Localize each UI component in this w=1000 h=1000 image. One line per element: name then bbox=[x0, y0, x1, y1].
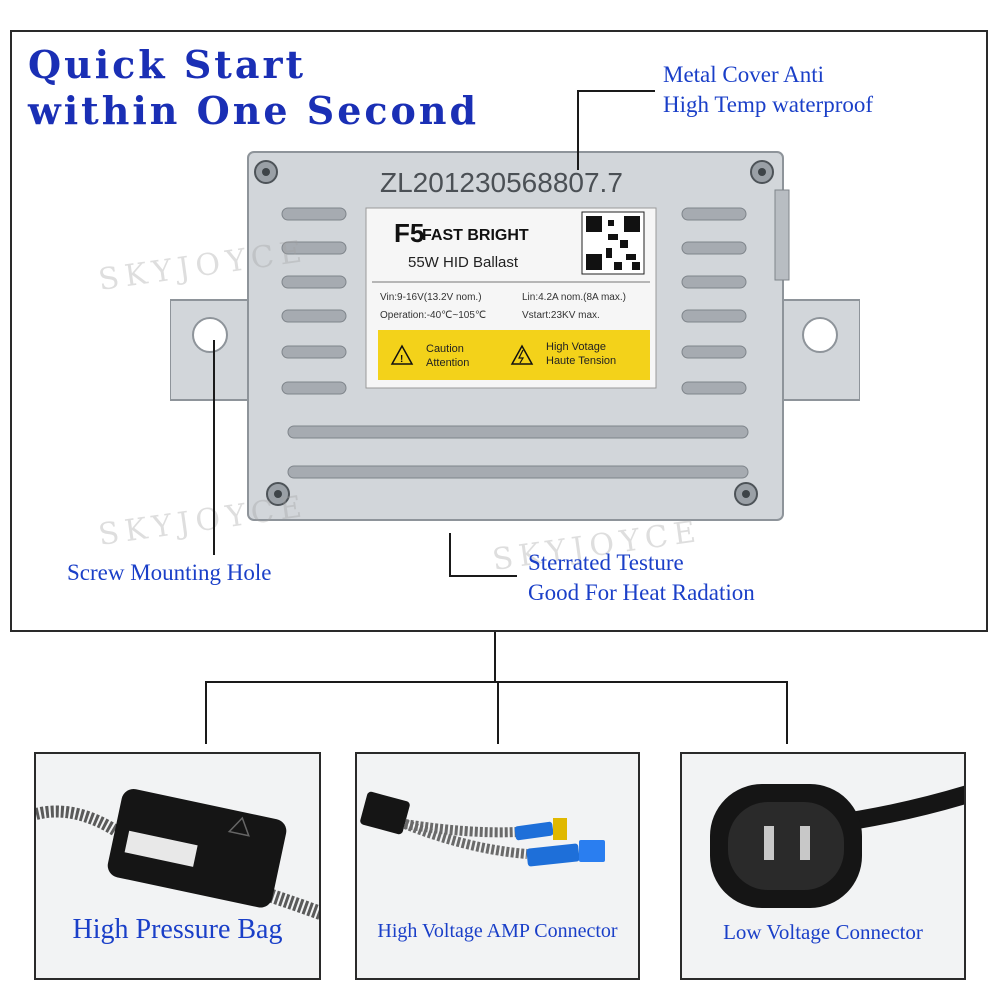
watermark-text: SKYJOYCE bbox=[96, 489, 310, 553]
serial-number: ZL201230568807.7 bbox=[380, 167, 623, 198]
screw-top-right bbox=[750, 160, 774, 184]
watermark-text: SKYJOYCE bbox=[96, 234, 310, 298]
tree-connector-right bbox=[786, 681, 788, 744]
high-voltage-icon bbox=[510, 344, 534, 365]
high-pressure-bag-image bbox=[36, 789, 319, 920]
svg-text:!: ! bbox=[400, 354, 403, 365]
panel-caption-high-voltage-amp-connector: High Voltage AMP Connector bbox=[377, 920, 618, 942]
tree-connector-trunk bbox=[494, 632, 496, 682]
callout-texture-1: Sterrated Testure bbox=[528, 550, 684, 575]
side-tab bbox=[774, 189, 790, 281]
spec-current: Lin:4.2A nom.(8A max.) bbox=[522, 292, 626, 303]
warning-strip bbox=[378, 330, 650, 380]
screw-bottom-right bbox=[734, 482, 758, 506]
caution-icon: ! bbox=[390, 344, 414, 365]
hid-ballast-illustration: ZL201230568807.7 F5 FAST BRIGHT 55W HID … bbox=[170, 151, 860, 521]
left-screw-hole bbox=[192, 317, 228, 353]
callout-metal-cover-2: High Temp waterproof bbox=[663, 92, 874, 117]
right-cooling-slots bbox=[681, 207, 747, 395]
panel-high-pressure-bag: High Pressure Bag bbox=[34, 752, 321, 980]
leader-line-metal-cover bbox=[577, 90, 655, 92]
callout-texture-2: Good For Heat Radation bbox=[528, 580, 755, 605]
panel-low-voltage-connector: Low Voltage Connector bbox=[680, 752, 966, 980]
bottom-cooling-slots bbox=[287, 425, 749, 479]
watermark-layer: SKYJOYCE SKYJOYCE SKYJOYCE bbox=[96, 234, 704, 578]
spec-operation: Operation:-40℃~105℃ bbox=[380, 310, 486, 321]
caution-text-1: Caution bbox=[426, 343, 464, 355]
low-voltage-connector-image bbox=[710, 784, 964, 908]
panel-high-voltage-amp-connector: High Voltage AMP Connector bbox=[355, 752, 640, 980]
panel-caption-low-voltage-connector: Low Voltage Connector bbox=[723, 920, 923, 944]
headline-line-1: Quick Start bbox=[28, 42, 307, 87]
screw-top-left bbox=[254, 160, 278, 184]
tree-connector-middle bbox=[497, 681, 499, 744]
headline-line-2: within One Second bbox=[28, 88, 480, 133]
caution-text-2: Attention bbox=[426, 357, 469, 369]
right-screw-hole bbox=[802, 317, 838, 353]
tree-connector-bar bbox=[205, 681, 788, 683]
left-cooling-slots bbox=[281, 207, 347, 395]
spec-vstart: Vstart:23KV max. bbox=[522, 310, 600, 321]
label-subtitle: 55W HID Ballast bbox=[408, 254, 519, 271]
high-voltage-amp-connector-image bbox=[360, 791, 605, 867]
callout-screw-hole: Screw Mounting Hole bbox=[67, 560, 272, 585]
leader-line-screw-hole bbox=[213, 340, 215, 555]
spec-voltage: Vin:9-16V(13.2V nom.) bbox=[380, 292, 482, 303]
leader-line-metal-cover bbox=[577, 90, 579, 170]
leader-line-texture bbox=[449, 533, 451, 577]
leader-line-texture bbox=[449, 575, 517, 577]
panel-caption-high-pressure-bag: High Pressure Bag bbox=[72, 914, 283, 945]
high-voltage-text-1: High Votage bbox=[546, 341, 606, 353]
callout-metal-cover-1: Metal Cover Anti bbox=[663, 62, 824, 87]
tree-connector-left bbox=[205, 681, 207, 744]
label-model: F5 bbox=[394, 218, 424, 248]
qr-code-icon bbox=[581, 211, 645, 275]
screw-bottom-left bbox=[266, 482, 290, 506]
label-brand: FAST BRIGHT bbox=[422, 227, 529, 244]
high-voltage-text-2: Haute Tension bbox=[546, 355, 616, 367]
product-frame bbox=[10, 30, 988, 632]
